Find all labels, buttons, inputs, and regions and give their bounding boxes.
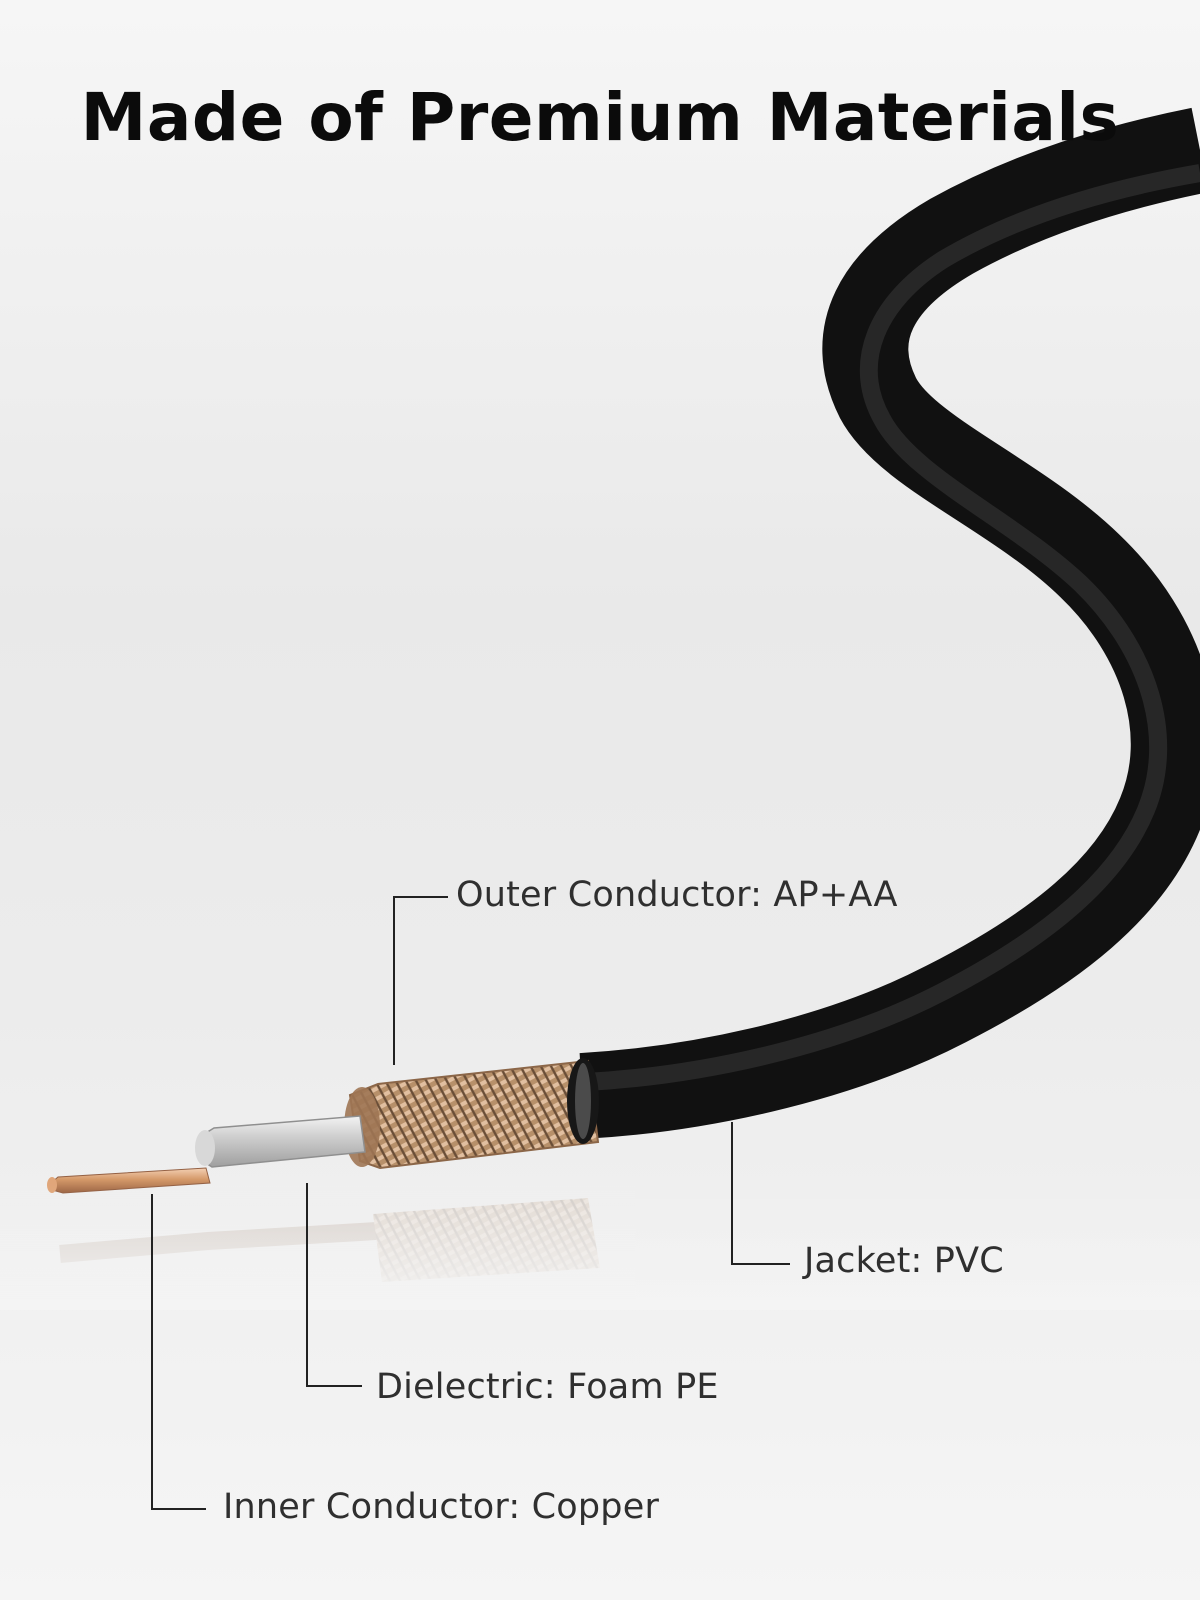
inner-conductor-leader (151, 1194, 206, 1510)
page-title: Made of Premium Materials (80, 79, 1120, 156)
jacket-end-rim (575, 1063, 591, 1139)
cable-reflection (0, 1180, 1200, 1310)
dielectric-label: Dielectric: Foam PE (376, 1367, 719, 1407)
cable-jacket (579, 107, 1200, 1139)
dielectric-leader (306, 1183, 362, 1387)
callout-leaders (151, 896, 790, 1510)
cable-jacket-highlight (585, 164, 1200, 1091)
cable-braid-section (344, 1058, 600, 1170)
inner-conductor-label: Inner Conductor: Copper (223, 1487, 660, 1527)
cable-jacket-main (579, 107, 1200, 1139)
dielectric-foam (200, 1115, 366, 1168)
dielectric-layer (195, 1115, 366, 1168)
dielectric-end (195, 1130, 215, 1166)
outer-conductor-braid (348, 1059, 600, 1170)
outer-conductor-label: Outer Conductor: AP+AA (456, 875, 898, 915)
jacket-label: Jacket: PVC (804, 1241, 1004, 1281)
jacket-leader (731, 1122, 790, 1265)
outer-conductor-leader (393, 896, 448, 1065)
